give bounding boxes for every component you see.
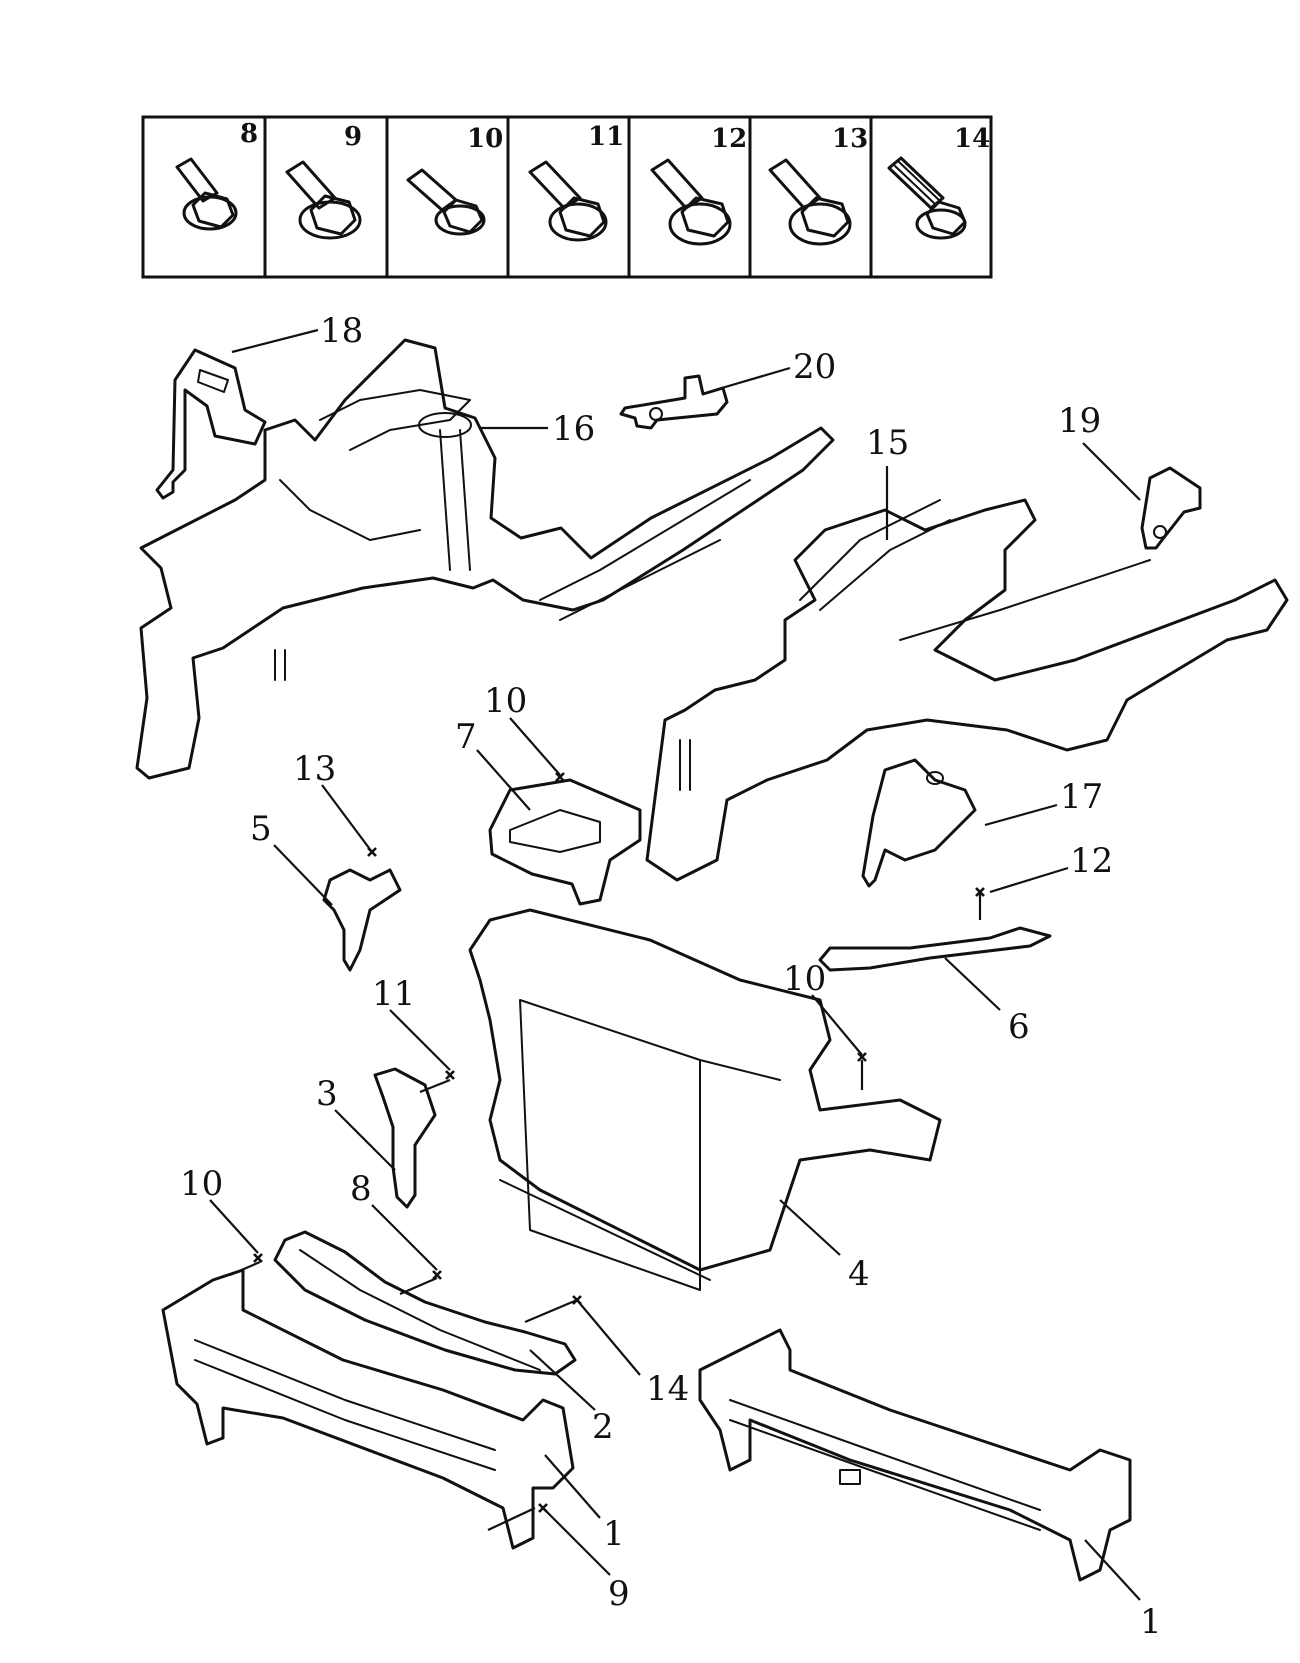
callout-14: 14 [646, 1369, 689, 1409]
bolt-icon [650, 158, 732, 246]
callout-15: 15 [866, 423, 909, 463]
part-17-bracket [861, 758, 977, 888]
part-20-bracket [619, 374, 729, 430]
callout-6: 6 [1008, 1007, 1030, 1047]
fastener-reference-box: 8 9 10 11 12 13 14 [141, 115, 993, 279]
callout-10-top: 10 [484, 681, 527, 721]
bolt-icon [887, 156, 967, 240]
callout-8: 8 [350, 1169, 372, 1209]
part-4-radiator-support [468, 908, 942, 1291]
fastener-label-12: 12 [711, 124, 747, 154]
callout-20: 20 [793, 347, 836, 387]
callout-1-left: 1 [603, 1514, 625, 1554]
callout-13: 13 [293, 749, 336, 789]
part-3-side-brace [373, 1067, 437, 1209]
callout-17: 17 [1060, 777, 1103, 817]
callout-2: 2 [592, 1407, 614, 1447]
callout-10-right: 10 [783, 959, 826, 999]
fastener-label-14: 14 [954, 124, 990, 154]
callout-12: 12 [1070, 841, 1113, 881]
bolt-location-marks [253, 772, 985, 1513]
part-2-lower-crossmember [273, 1230, 577, 1376]
callout-18: 18 [320, 311, 363, 351]
part-19-bracket [1140, 466, 1202, 550]
part-7-battery-tray [488, 778, 642, 906]
bolt-icon [768, 158, 852, 246]
bolt-icon [528, 160, 608, 242]
callout-11: 11 [372, 974, 415, 1014]
callout-4: 4 [848, 1254, 870, 1294]
fastener-label-13: 13 [832, 124, 868, 154]
part-6-upper-brace [818, 926, 1052, 972]
callout-5: 5 [250, 809, 272, 849]
callout-3: 3 [316, 1074, 338, 1114]
callout-1-right: 1 [1140, 1602, 1162, 1642]
part-15-right-side-member [645, 498, 1289, 882]
part-1-right-bumper-reinforcement [698, 1328, 1132, 1582]
fastener-label-8: 8 [240, 119, 258, 149]
leader-lines [209, 328, 1141, 1601]
callout-10-left: 10 [180, 1164, 223, 1204]
part-5-brace [322, 868, 402, 972]
callout-16: 16 [552, 409, 595, 449]
part-16-left-side-member [135, 338, 835, 780]
bolt-icon [406, 168, 486, 236]
fastener-label-9: 9 [344, 122, 362, 152]
callout-19: 19 [1058, 401, 1101, 441]
part-1-left-bumper-reinforcement [161, 1268, 575, 1550]
callout-7: 7 [455, 717, 477, 757]
callout-labels: 18 20 16 15 19 10 7 13 5 17 12 6 10 11 3… [180, 311, 1162, 1642]
fastener-label-11: 11 [588, 122, 624, 152]
part-18-bracket [155, 348, 267, 500]
callout-9: 9 [608, 1574, 630, 1614]
bolt-icon [285, 160, 362, 240]
fastener-label-10: 10 [467, 124, 503, 154]
bolt-icon [175, 157, 238, 231]
